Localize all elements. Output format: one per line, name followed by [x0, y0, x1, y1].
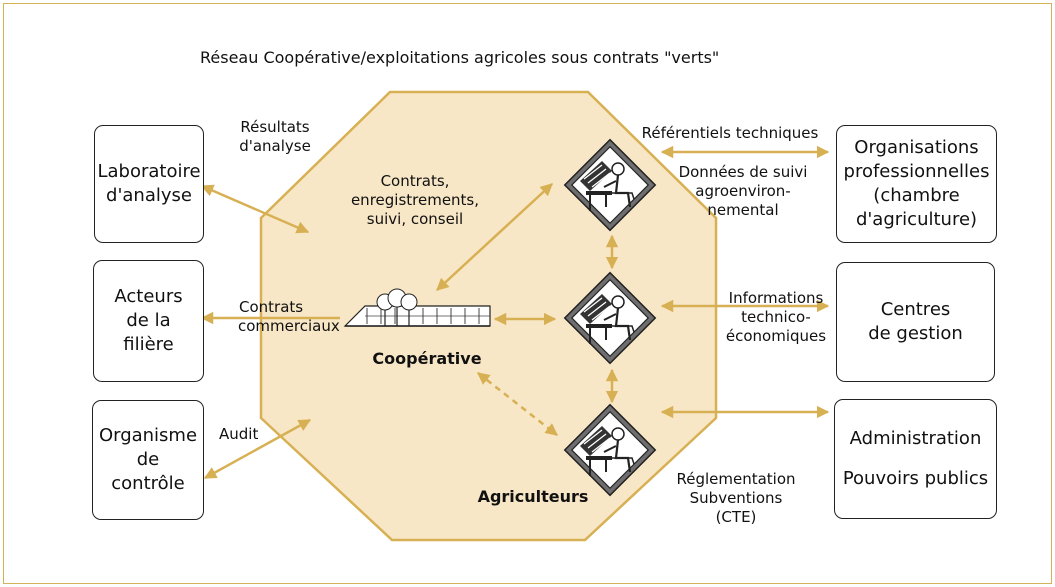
box-laboratoire: Laboratoire d'analyse	[94, 125, 204, 243]
box-orgpro: Organisations professionnelles (chambre …	[836, 125, 997, 243]
label-agriculteurs: Agriculteurs	[477, 487, 589, 506]
box-acteurs: Acteurs de la filière	[93, 260, 204, 382]
arrow-coop-farmer3	[477, 372, 558, 436]
arrow-lab	[200, 184, 310, 234]
arrow-organisme	[203, 418, 312, 480]
label-contrats-enregistrements: Contrats,enregistrements,suivi, conseil	[350, 172, 480, 228]
box-administration: Administration Pouvoirs publics	[834, 399, 997, 519]
label-referentiels: Référentiels techniques	[641, 124, 819, 142]
label-audit: Audit	[219, 425, 259, 443]
figure-frame	[3, 3, 1052, 584]
label-cooperative: Coopérative	[372, 349, 482, 368]
box-centres: Centres de gestion	[836, 262, 995, 382]
arrows	[200, 145, 830, 480]
arrow-coop-farmer1	[436, 183, 553, 291]
cooperative-building	[343, 288, 491, 327]
diagram-title: Réseau Coopérative/exploitations agricol…	[200, 48, 720, 67]
box-organisme: Organisme de contrôle	[92, 400, 204, 520]
